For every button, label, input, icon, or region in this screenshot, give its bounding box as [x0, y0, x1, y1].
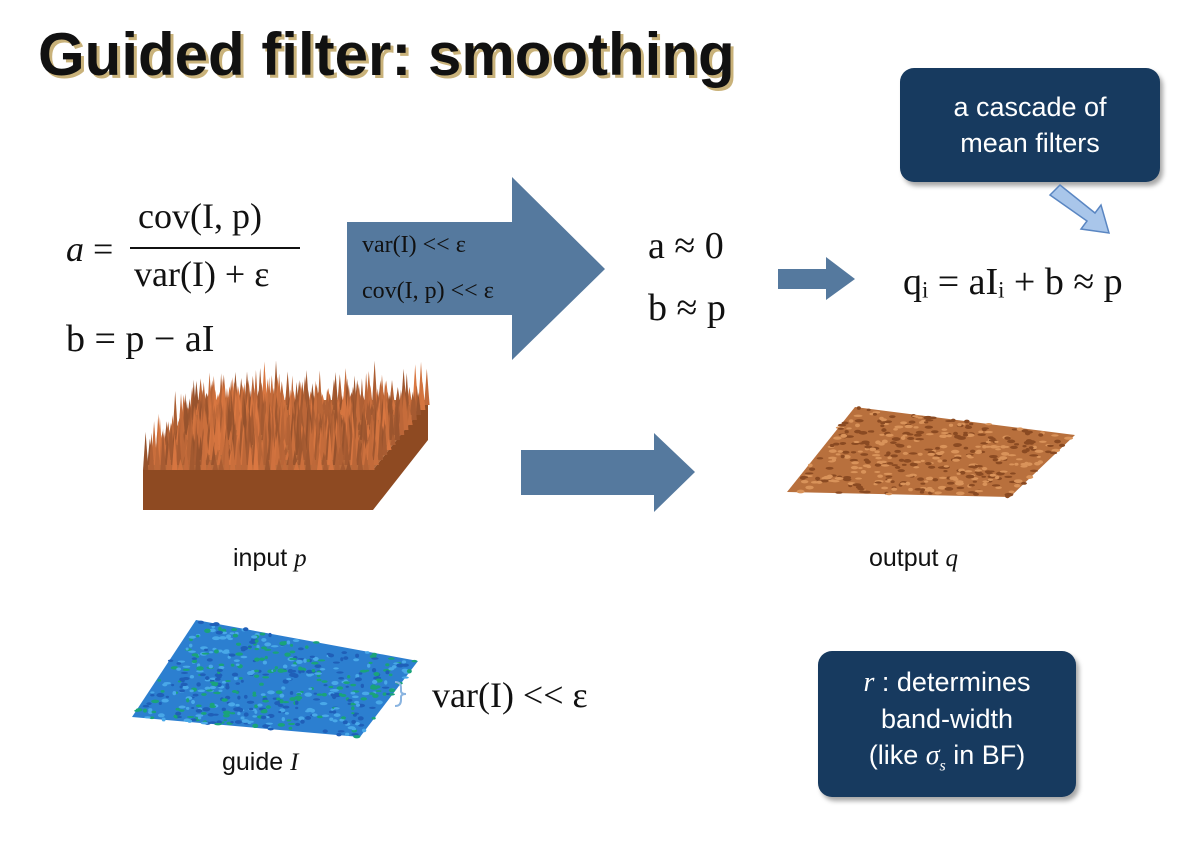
cascade-callout: a cascade of mean filters	[900, 68, 1160, 182]
formula-a-lhs: a =	[66, 229, 114, 269]
radius-callout: r : determines band-width (like σs in BF…	[818, 651, 1076, 797]
approx-b: b ≈ p	[648, 287, 726, 329]
fraction-bar	[130, 247, 300, 249]
guide-caption: guide I	[222, 748, 299, 776]
cascade-line-1: a cascade of	[953, 92, 1107, 122]
radius-line-2: band-width	[880, 703, 1014, 734]
brace-icon	[394, 681, 407, 707]
formula-a-denominator: var(I) + ε	[134, 254, 270, 294]
slide-title: Guided filter: smoothing	[38, 21, 735, 88]
approx-a: a ≈ 0	[648, 225, 724, 267]
formula-a-numerator: cov(I, p)	[138, 196, 262, 236]
condition-cov: cov(I, p) << ε	[362, 278, 494, 304]
output-surface-image	[787, 406, 1075, 499]
small-right-arrow	[778, 257, 855, 300]
input-surface-image	[143, 360, 430, 510]
callout-pointer-arrow	[1048, 183, 1111, 234]
cascade-line-2: mean filters	[960, 128, 1100, 158]
guide-condition: var(I) << ε	[432, 675, 588, 715]
big-right-arrow	[347, 177, 605, 360]
radius-line-1: r : determines	[863, 666, 1031, 698]
output-caption: output q	[869, 544, 958, 572]
formula-b: b = p − aI	[66, 318, 215, 360]
middle-right-arrow	[521, 433, 695, 512]
guide-surface-image	[132, 620, 418, 739]
condition-var: var(I) << ε	[362, 232, 466, 258]
radius-line-3: (like σs in BF)	[868, 739, 1026, 775]
output-equation: qᵢ = aIᵢ + b ≈ p	[903, 261, 1123, 303]
input-caption: input p	[233, 544, 307, 572]
